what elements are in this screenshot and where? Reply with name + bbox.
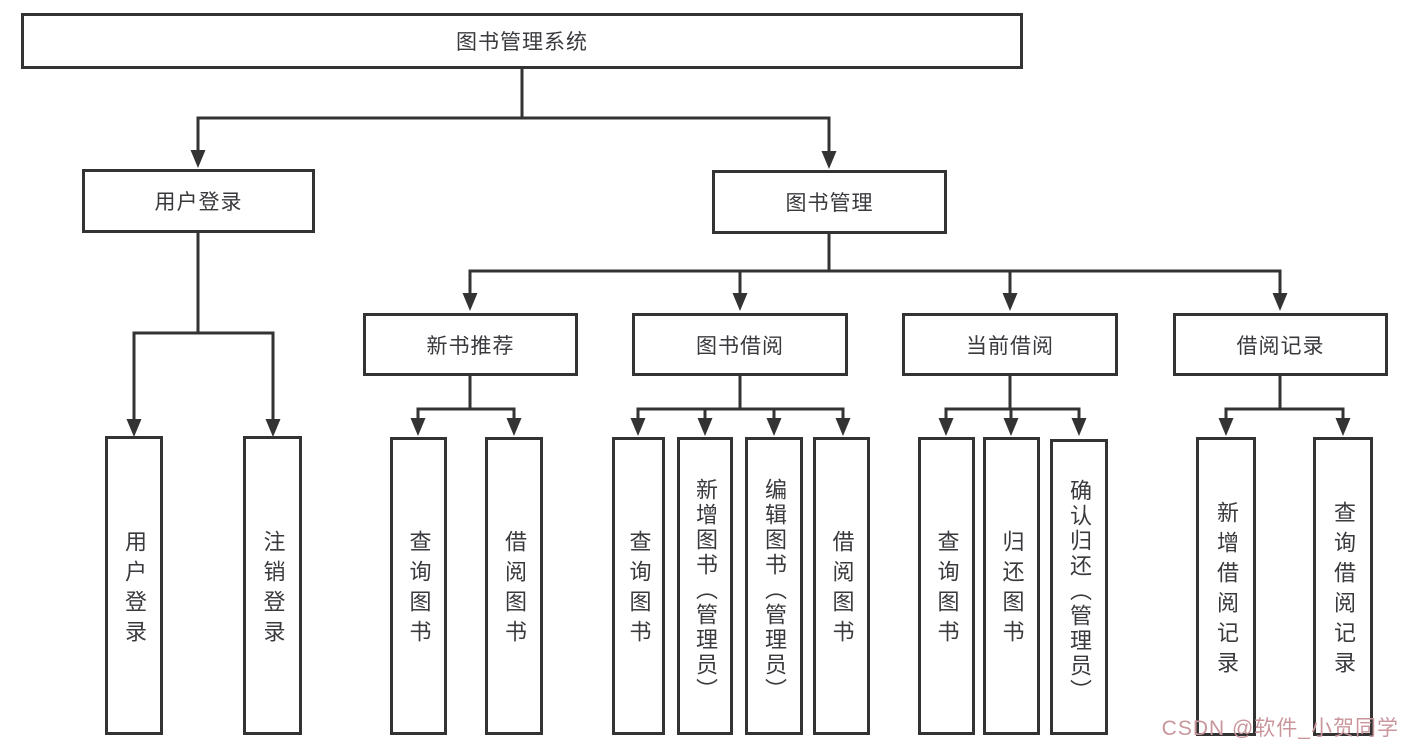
leaf-borrow-add-books-label: 新增图书（管理员）	[693, 477, 718, 703]
leaf-borrow-borrow-books-label: 借阅图书	[829, 530, 855, 650]
leaf-logout: 注销登录	[243, 436, 302, 735]
leaf-records-query-record-label: 查询借阅记录	[1331, 500, 1356, 681]
leaf-records-add-record-label: 新增借阅记录	[1214, 500, 1239, 681]
node-book-borrow: 图书借阅	[632, 313, 848, 376]
leaf-current-query-books-label: 查询图书	[934, 530, 960, 650]
node-borrow-records-label: 借阅记录	[1236, 334, 1325, 358]
leaf-newbook-query-books-label: 查询图书	[406, 530, 432, 650]
node-book-borrow-label: 图书借阅	[696, 334, 784, 358]
leaf-user-login-label: 用户登录	[122, 529, 147, 650]
node-book-management: 图书管理	[712, 170, 947, 234]
leaf-borrow-borrow-books: 借阅图书	[813, 437, 870, 735]
csdn-watermark: CSDN @软件_小贺同学	[1161, 717, 1399, 740]
leaf-current-query-books: 查询图书	[918, 437, 975, 735]
leaf-current-confirm-return: 确认归还（管理员）	[1050, 439, 1108, 735]
leaf-current-confirm-return-label: 确认归还（管理员）	[1067, 478, 1092, 704]
leaf-user-login: 用户登录	[105, 436, 163, 735]
node-root-label: 图书管理系统	[456, 31, 588, 54]
leaf-borrow-edit-books-label: 编辑图书（管理员）	[762, 477, 787, 703]
leaf-records-query-record: 查询借阅记录	[1313, 437, 1373, 736]
leaf-current-return-books-label: 归还图书	[999, 530, 1025, 650]
leaf-borrow-query-books: 查询图书	[612, 437, 665, 735]
leaf-borrow-add-books: 新增图书（管理员）	[677, 437, 733, 735]
leaf-newbook-borrow-books-label: 借阅图书	[502, 530, 527, 650]
node-root: 图书管理系统	[21, 13, 1023, 69]
leaf-borrow-edit-books: 编辑图书（管理员）	[745, 437, 803, 735]
leaf-newbook-query-books: 查询图书	[390, 437, 447, 735]
leaf-logout-label: 注销登录	[260, 529, 286, 650]
node-user-login-label: 用户登录	[154, 191, 243, 214]
leaf-current-return-books: 归还图书	[983, 437, 1040, 735]
leaf-records-add-record: 新增借阅记录	[1196, 437, 1256, 736]
node-current-borrow-label: 当前借阅	[966, 334, 1054, 358]
node-new-book-recommend: 新书推荐	[363, 313, 578, 376]
leaf-borrow-query-books-label: 查询图书	[626, 530, 652, 650]
leaf-newbook-borrow-books: 借阅图书	[485, 437, 543, 735]
node-borrow-records: 借阅记录	[1173, 313, 1388, 376]
node-user-login: 用户登录	[82, 169, 315, 233]
node-book-management-label: 图书管理	[785, 192, 874, 215]
node-current-borrow: 当前借阅	[902, 313, 1118, 376]
node-new-book-recommend-label: 新书推荐	[426, 334, 515, 358]
